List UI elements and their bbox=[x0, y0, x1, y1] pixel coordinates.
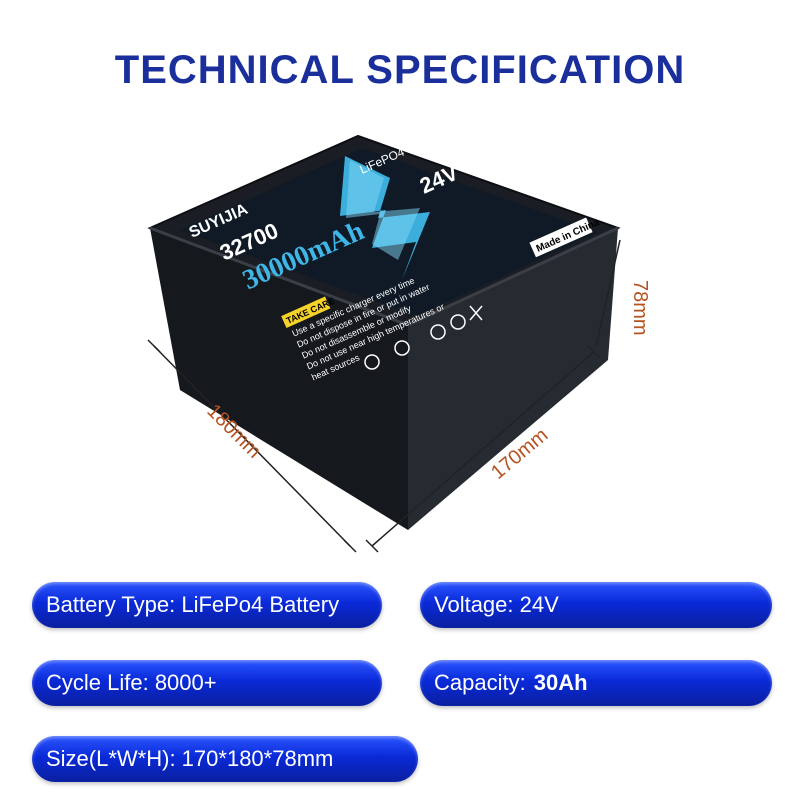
no-trash-icon bbox=[469, 305, 483, 321]
ce-icon bbox=[364, 354, 380, 370]
spec-cycle-life: Cycle Life: 8000+ bbox=[32, 660, 382, 706]
battery-illustration: SUYIJIA 32700 30000mAh LiFePO4 24V Made … bbox=[147, 134, 651, 553]
page-title: TECHNICAL SPECIFICATION bbox=[114, 48, 686, 92]
recycle-icon bbox=[430, 324, 446, 340]
spec-battery-type: Battery Type: LiFePo4 Battery bbox=[32, 582, 382, 628]
shield-icon bbox=[450, 314, 466, 330]
battery-left-face bbox=[150, 228, 408, 530]
certification-icons bbox=[364, 305, 483, 370]
spec-size: Size(L*W*H): 170*180*78mm bbox=[32, 736, 418, 782]
dimension-height: 78mm bbox=[629, 280, 651, 336]
spec-capacity: Capacity:30Ah bbox=[420, 660, 772, 706]
battery-right-face bbox=[408, 228, 618, 530]
spec-voltage: Voltage: 24V bbox=[420, 582, 772, 628]
rohs-icon bbox=[394, 340, 410, 356]
